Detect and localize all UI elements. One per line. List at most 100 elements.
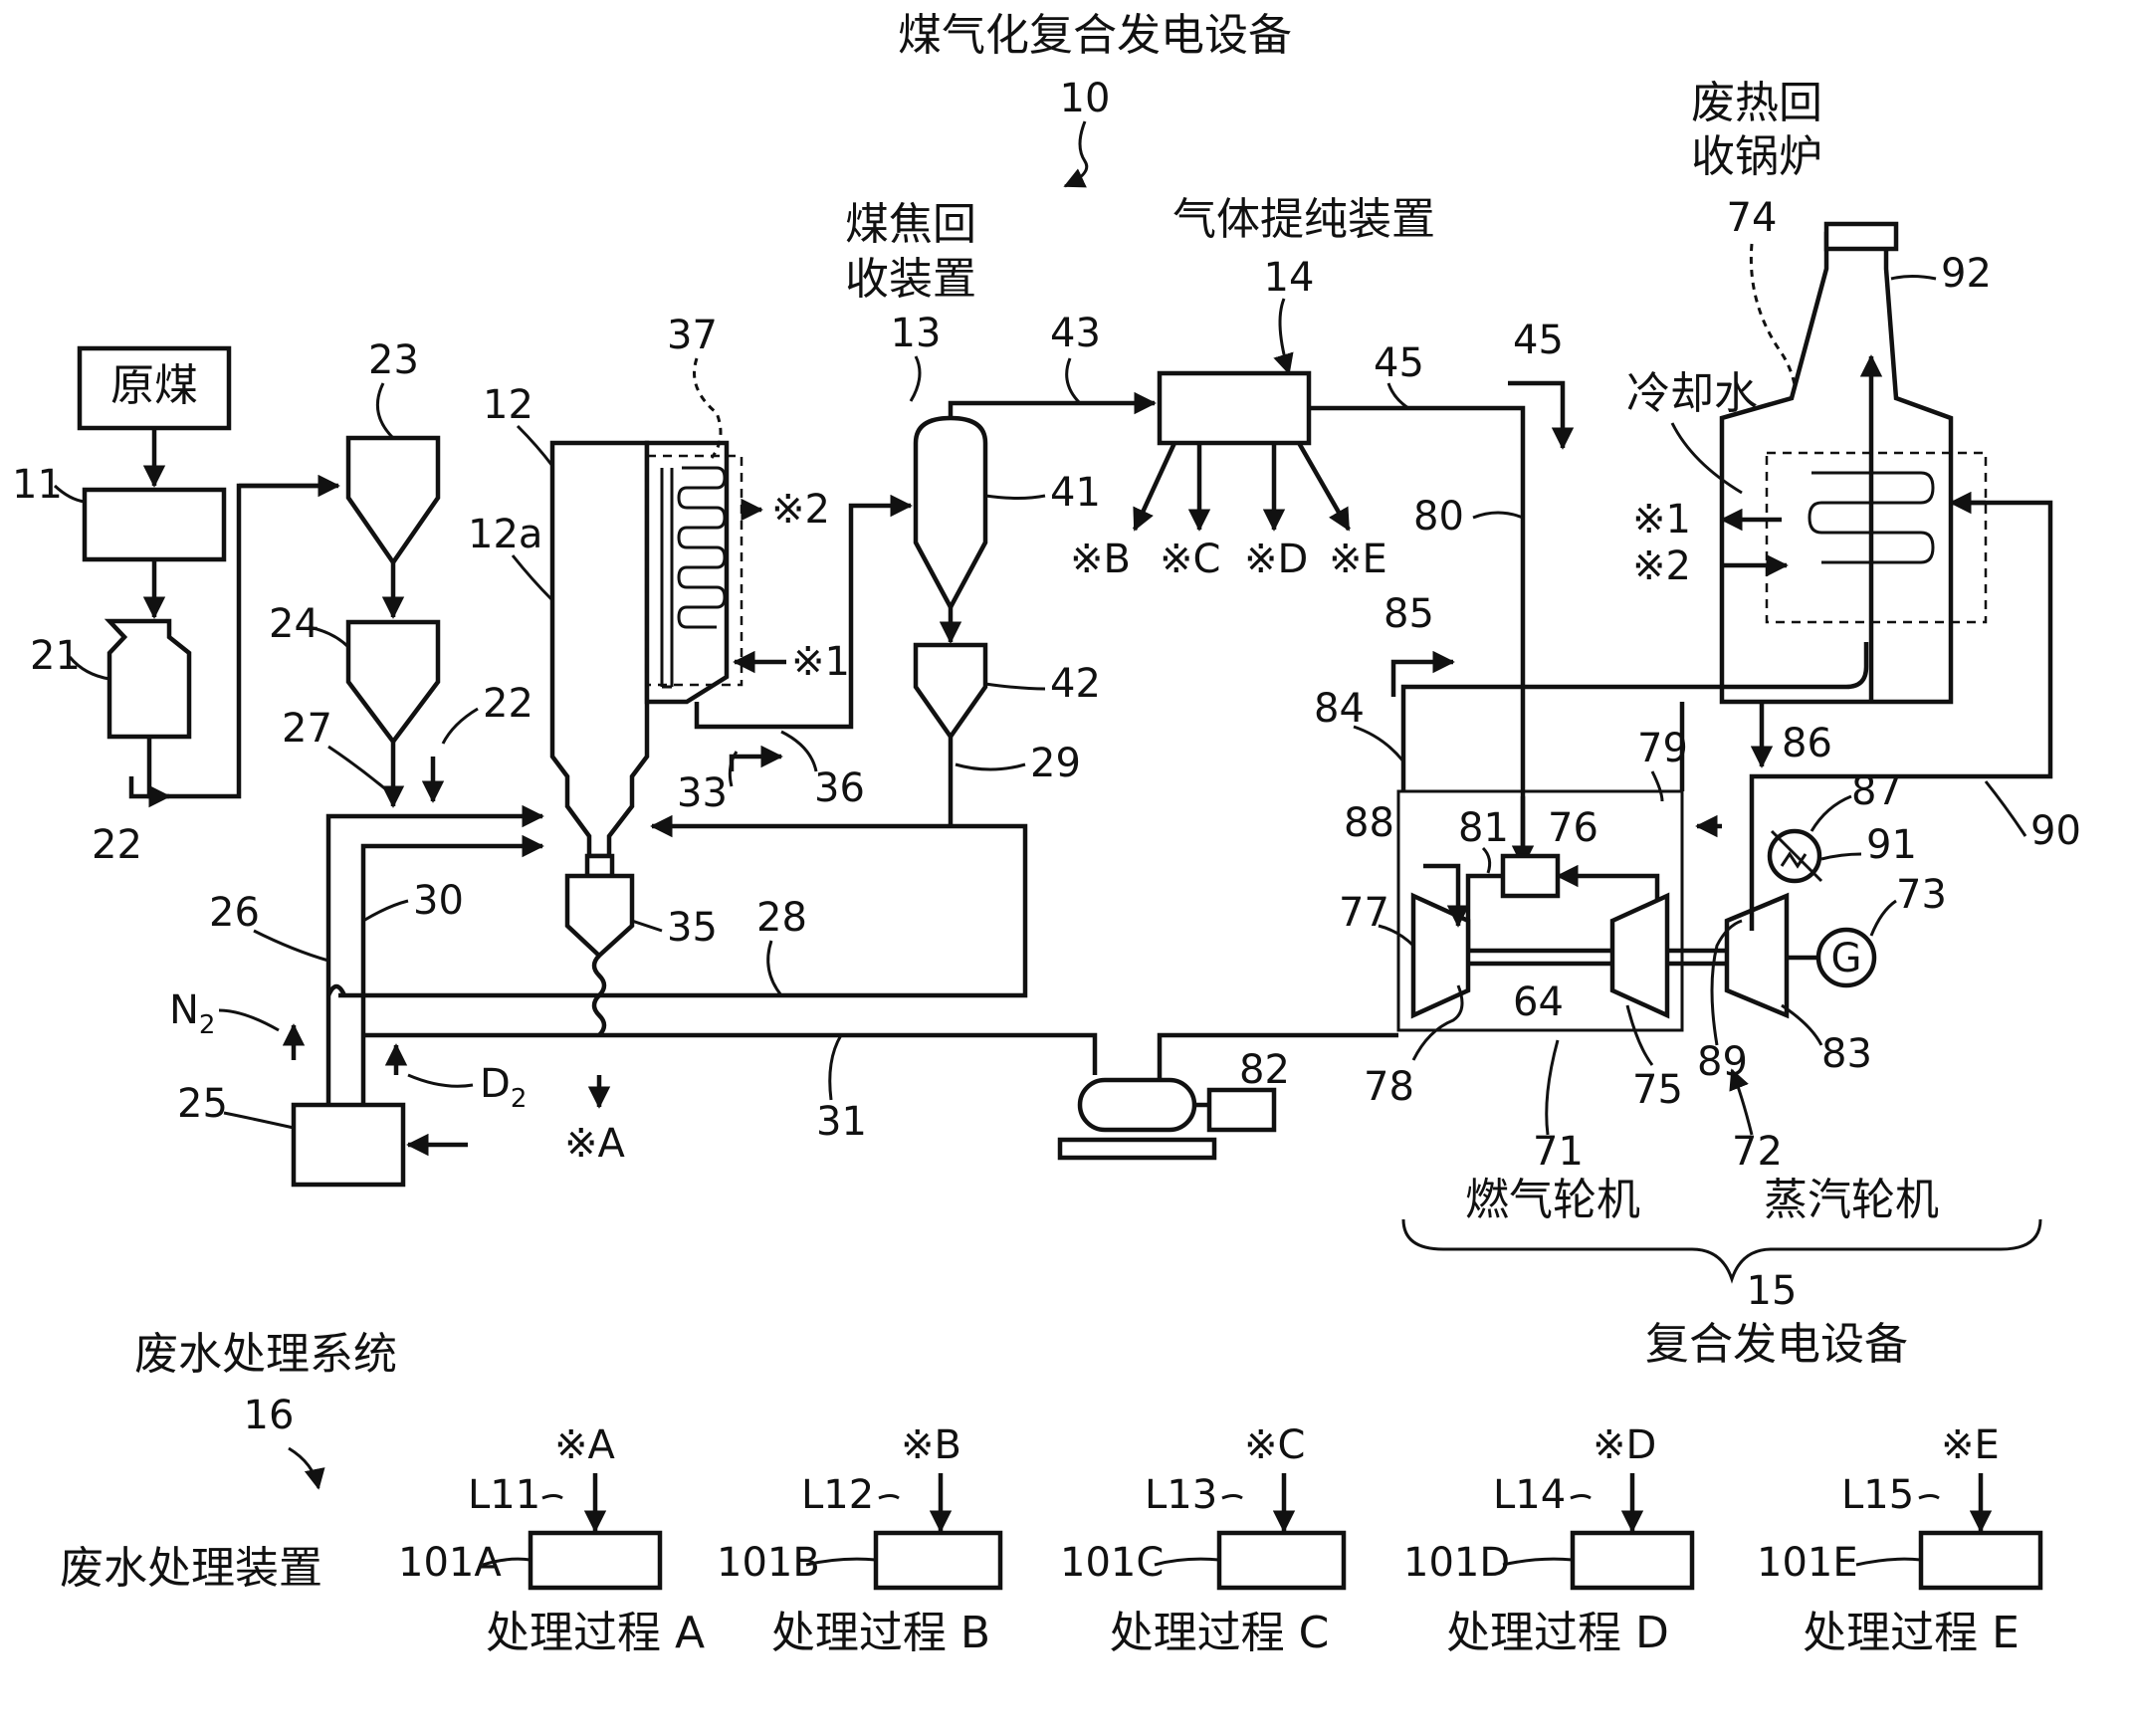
hrsg-label-2: 收锅炉 — [1691, 131, 1822, 182]
unit-e-box — [1918, 1530, 2043, 1591]
ref-42: 42 — [1050, 661, 1101, 707]
cooling-water-label: 冷却水 — [1626, 368, 1758, 419]
ref-10: 10 — [1060, 76, 1111, 121]
treatment-unit-c: ※C L13 101C 处理过程 C — [1060, 1422, 1347, 1658]
unit-d-id: 101D — [1403, 1540, 1510, 1586]
marker-2-out: ※2 — [771, 487, 830, 533]
generator-73 — [1815, 927, 1877, 988]
ref-80: 80 — [1413, 494, 1464, 540]
ref-71: 71 — [1533, 1129, 1584, 1175]
ref-27: 27 — [282, 706, 332, 752]
ref-74: 74 — [1727, 195, 1778, 241]
leader-10 — [1063, 120, 1089, 188]
unit-b-line: L12 — [801, 1472, 874, 1518]
hrsg-label-1: 废热回 — [1691, 78, 1822, 128]
ref-14: 14 — [1264, 255, 1315, 301]
ref-77: 77 — [1339, 890, 1389, 936]
unit-c-marker: ※C — [1244, 1422, 1305, 1468]
ref-26: 26 — [209, 890, 260, 936]
ref-89: 89 — [1697, 1039, 1748, 1085]
treatment-unit-a: ※A L11 101A 处理过程 A — [398, 1422, 705, 1658]
nitrogen-unit-25 — [291, 1102, 406, 1188]
hrsg-74 — [1719, 231, 1954, 705]
ref-82: 82 — [1239, 1047, 1290, 1093]
ref-92: 92 — [1941, 251, 1992, 297]
unit-b-id: 101B — [717, 1540, 820, 1586]
ref-41: 41 — [1050, 470, 1101, 516]
gas-turbine-label: 燃气轮机 — [1465, 1175, 1640, 1225]
unit-e-id: 101E — [1757, 1540, 1858, 1586]
raw-coal-label: 原煤 — [110, 360, 198, 411]
unit-d-box — [1570, 1530, 1695, 1591]
hopper-23 — [345, 435, 441, 566]
gasifier-12 — [549, 440, 650, 859]
ref-88: 88 — [1344, 800, 1394, 846]
unit-c-line: L13 — [1145, 1472, 1217, 1518]
unit-d-process: 处理过程 D — [1446, 1608, 1669, 1658]
ref-90: 90 — [2030, 808, 2081, 854]
ref-78: 78 — [1364, 1064, 1414, 1110]
ref-79: 79 — [1637, 726, 1688, 771]
generator-label: G — [1831, 936, 1862, 981]
hrsg-marker-1: ※1 — [1632, 497, 1691, 542]
unit-b-process: 处理过程 B — [771, 1608, 990, 1658]
combustor-76 — [1500, 853, 1561, 899]
ref-43: 43 — [1050, 311, 1101, 356]
ref-37: 37 — [667, 313, 718, 358]
unit-a-process: 处理过程 A — [486, 1608, 705, 1658]
waste-water-system-label: 废水处理系统 — [134, 1329, 397, 1380]
ref-81: 81 — [1458, 805, 1509, 851]
ref-21: 21 — [30, 633, 81, 679]
unit-a-box — [528, 1530, 663, 1591]
ref-28: 28 — [756, 895, 807, 941]
unit-c-id: 101C — [1060, 1540, 1164, 1586]
char-recovery-label-2: 收装置 — [845, 254, 976, 305]
ref-83: 83 — [1821, 1031, 1872, 1077]
combined-power-label: 复合发电设备 — [1645, 1319, 1908, 1370]
ref-13: 13 — [891, 311, 942, 356]
diagram-title: 煤气化复合发电设备 — [898, 10, 1292, 61]
ref-45-b: 45 — [1513, 318, 1564, 363]
steam-turbine-83 — [1724, 892, 1790, 1019]
marker-d-out: ※D — [1244, 537, 1308, 582]
gas-purifier-14 — [1157, 370, 1312, 446]
steam-turbine-label: 蒸汽轮机 — [1764, 1175, 1939, 1225]
ref-36: 36 — [814, 765, 865, 811]
ref-85: 85 — [1384, 591, 1434, 637]
ref-24: 24 — [269, 601, 319, 647]
stack-92-top — [1823, 221, 1899, 252]
slag-hopper-35 — [564, 873, 635, 960]
ref-73: 73 — [1896, 872, 1947, 918]
treatment-unit-b: ※B L12 101B 处理过程 B — [717, 1422, 1003, 1658]
unit-e-marker: ※E — [1941, 1422, 2000, 1468]
ref-45-a: 45 — [1374, 340, 1424, 386]
ref-91: 91 — [1866, 822, 1917, 868]
unit-a-marker: ※A — [554, 1422, 616, 1468]
ref-72: 72 — [1732, 1129, 1783, 1175]
ref-86: 86 — [1782, 721, 1832, 766]
gas-turbine-housing — [1396, 789, 1684, 1032]
blower-motor — [1206, 1087, 1277, 1133]
waste-water-device-label: 废水处理装置 — [60, 1543, 322, 1594]
ref-25: 25 — [177, 1081, 228, 1127]
n2-label: N2 — [169, 987, 215, 1040]
unit-c-process: 处理过程 C — [1110, 1608, 1330, 1658]
d2-label: D2 — [480, 1061, 527, 1114]
hrsg-marker-2: ※2 — [1632, 543, 1691, 589]
ref-22-bottom: 22 — [92, 822, 142, 868]
unit-d-marker: ※D — [1593, 1422, 1656, 1468]
ref-30: 30 — [413, 878, 464, 924]
ref-33: 33 — [677, 770, 728, 816]
ref-12a: 12a — [468, 512, 542, 557]
ref-11: 11 — [12, 462, 63, 508]
marker-b-out: ※B — [1070, 537, 1131, 582]
ref-84: 84 — [1314, 686, 1365, 732]
unit-e-line: L15 — [1841, 1472, 1914, 1518]
marker-1-in: ※1 — [791, 639, 850, 685]
ref-75: 75 — [1632, 1067, 1683, 1113]
ref-12: 12 — [483, 382, 533, 428]
marker-e-out: ※E — [1329, 537, 1387, 582]
char-recovery-label-1: 煤焦回 — [845, 199, 976, 250]
turbine-75 — [1609, 892, 1670, 1019]
treatment-unit-e: ※E L15 101E 处理过程 E — [1757, 1422, 2043, 1658]
